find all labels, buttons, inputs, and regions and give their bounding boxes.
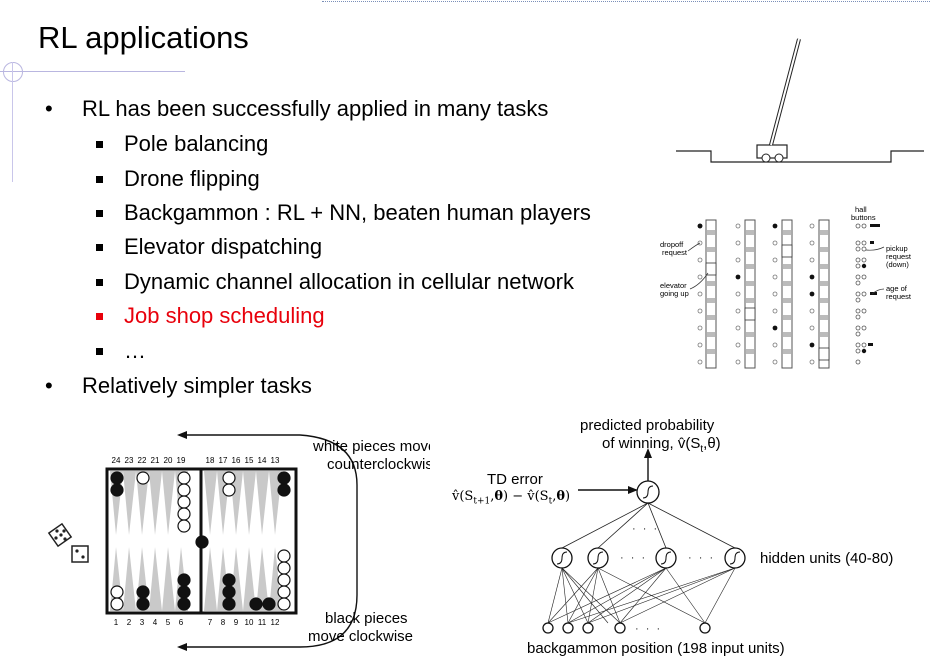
svg-text:23: 23 (125, 456, 134, 465)
top-point-numbers: 24 23 22 21 20 19 18 17 16 15 14 13 (112, 456, 280, 465)
age-label-2: request (886, 292, 912, 301)
sub-bullet-text: … (124, 338, 146, 363)
svg-text:22: 22 (138, 456, 147, 465)
output-label-2-sub: t (700, 444, 704, 455)
svg-text:5: 5 (166, 618, 171, 627)
output-label-2-tail: ,θ) (703, 435, 721, 452)
bullet-dot: • (45, 96, 53, 121)
pickup-label-3: (down) (886, 260, 909, 269)
svg-text:18: 18 (206, 456, 215, 465)
dots-upper: · · · (632, 523, 659, 535)
network-nodes (542, 480, 746, 634)
svg-text:19: 19 (177, 456, 186, 465)
white-caption-1: white pieces move (313, 438, 430, 455)
svg-text:1: 1 (114, 618, 119, 627)
square-bullet (96, 210, 103, 217)
top-dotted-rule (322, 1, 930, 2)
black-caption-2: move clockwise (308, 628, 414, 645)
td-error-formula: v̂(St+1,θ) − v̂(St,θ) (452, 489, 571, 507)
cart-pole-figure (676, 38, 924, 163)
svg-text:11: 11 (258, 618, 267, 627)
elevator-label-1: elevator (660, 281, 687, 290)
elevator-shafts (705, 219, 830, 369)
square-bullet (96, 313, 103, 320)
board-checkers (110, 471, 291, 611)
square-bullet (96, 244, 103, 251)
svg-text:2: 2 (127, 618, 132, 627)
svg-text:9: 9 (234, 618, 239, 627)
elevator-label-2: going up (660, 289, 689, 298)
hall-buttons (855, 223, 867, 365)
bullet-dot: • (45, 373, 53, 398)
dots-hidden-1: · · · (620, 552, 647, 564)
age-label-1: age of (886, 284, 908, 293)
td-error-label: TD error (487, 471, 543, 488)
bullet-1-text: RL has been successfully applied in many… (82, 96, 549, 121)
svg-text:7: 7 (208, 618, 213, 627)
output-label-2: of winning, v̂(St,θ) (602, 435, 721, 455)
svg-text:4: 4 (153, 618, 158, 627)
dots-input: · · · (635, 623, 662, 635)
backgammon-board-figure: 24 23 22 21 20 19 18 17 16 15 14 13 1 2 … (47, 431, 358, 651)
pickup-label-1: pickup (886, 244, 908, 253)
input-units-label: backgammon position (198 input units) (527, 640, 785, 657)
sub-bullet-text: Backgammon : RL + NN, beaten human playe… (124, 200, 591, 225)
sub-bullet-text: Drone flipping (124, 166, 260, 191)
td-network-figure: · · · · · · · · · · · · (542, 448, 746, 635)
svg-text:14: 14 (258, 456, 267, 465)
svg-text:24: 24 (112, 456, 121, 465)
slide-title: RL applications (38, 20, 249, 55)
sub-bullet-text: Elevator dispatching (124, 234, 323, 259)
black-caption-1: black pieces (325, 610, 408, 627)
svg-text:17: 17 (219, 456, 228, 465)
bottom-point-numbers: 1 2 3 4 5 6 7 8 9 10 11 12 (114, 618, 280, 627)
dots-hidden-2: · · · (688, 552, 715, 564)
white-caption-2: counterclockwise (327, 456, 430, 473)
pickup-label-2: request (886, 252, 912, 261)
output-label-2-main: of winning, v̂(S (602, 435, 701, 452)
elevator-figure: hall buttons dropoff request elevator go… (660, 205, 912, 369)
svg-text:16: 16 (232, 456, 241, 465)
decor-circle (3, 62, 23, 82)
svg-text:10: 10 (245, 618, 254, 627)
svg-text:6: 6 (179, 618, 184, 627)
square-bullet (96, 348, 103, 355)
bullet-2-text: Relatively simpler tasks (82, 373, 312, 398)
output-label-1: predicted probability (580, 417, 715, 434)
sub-bullet-text: Pole balancing (124, 131, 269, 156)
svg-text:8: 8 (221, 618, 226, 627)
decor-vertical-line (12, 62, 13, 182)
hall-buttons-label-1: hall (855, 205, 867, 214)
svg-text:3: 3 (140, 618, 145, 627)
svg-text:15: 15 (245, 456, 254, 465)
sub-bullet-text: Dynamic channel allocation in cellular n… (124, 269, 575, 294)
hidden-units-label: hidden units (40-80) (760, 550, 894, 567)
dropoff-label-1: dropoff (660, 240, 684, 249)
svg-text:13: 13 (271, 456, 280, 465)
svg-text:20: 20 (164, 456, 173, 465)
square-bullet (96, 141, 103, 148)
square-bullet (96, 176, 103, 183)
square-bullet (96, 279, 103, 286)
svg-text:12: 12 (271, 618, 280, 627)
svg-text:21: 21 (151, 456, 160, 465)
hall-buttons-label-2: buttons (851, 213, 876, 222)
title-underline-decor (0, 71, 185, 72)
dropoff-label-2: request (662, 248, 688, 257)
dice-icon (47, 522, 89, 563)
sub-bullet-text: Job shop scheduling (124, 303, 325, 328)
